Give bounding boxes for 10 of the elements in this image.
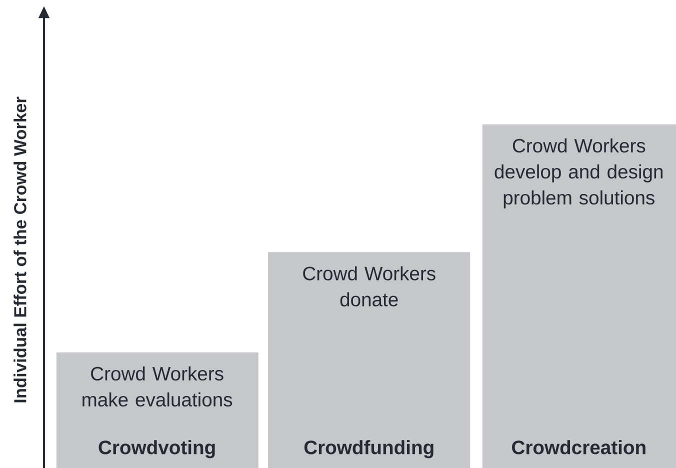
category-bar <box>268 252 470 468</box>
bar-description: Crowd Workers make evaluations <box>82 366 232 406</box>
axis-label: Individual Effort of the Crowd Worker <box>14 96 26 402</box>
category-bar <box>56 352 258 468</box>
bar-description: Crowd Workers donate <box>303 266 436 306</box>
bar-label: Crowdvoting <box>98 440 215 458</box>
bar-label: Crowdfunding <box>304 440 434 458</box>
category-bar <box>482 124 676 468</box>
bar-label: Crowdcreation <box>512 440 646 454</box>
bar-description: Crowd Workers develop and design problem solutions <box>494 138 662 208</box>
